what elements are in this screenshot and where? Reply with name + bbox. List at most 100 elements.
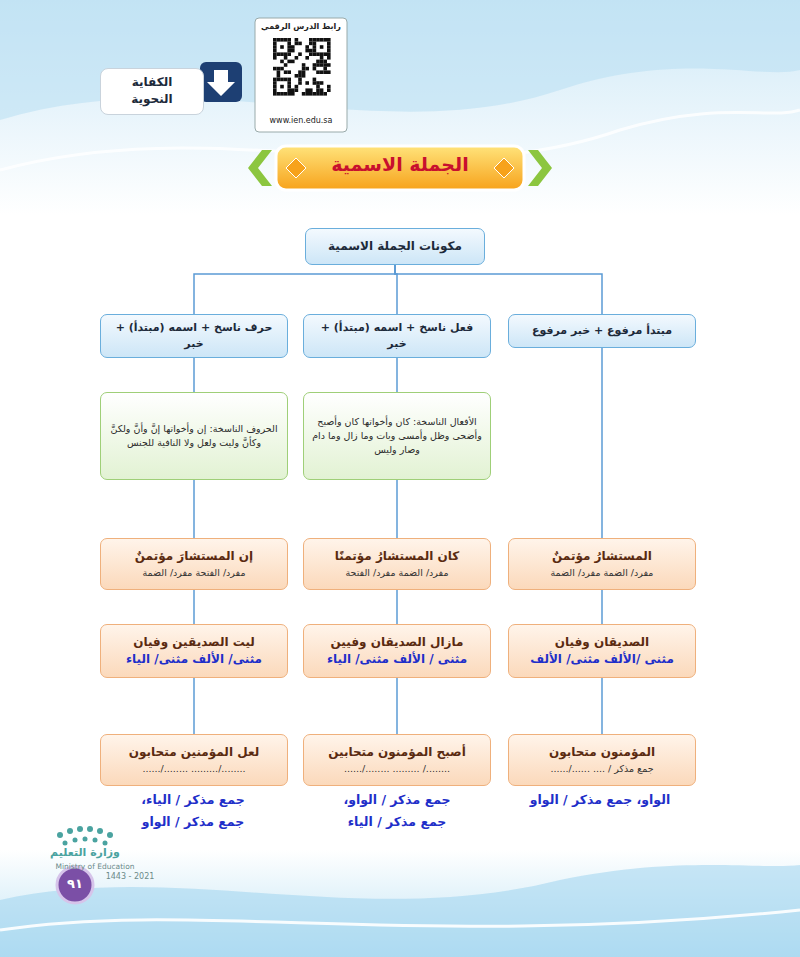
publisher-mark: Ministry of Education	[40, 862, 150, 872]
qr-module	[327, 49, 331, 53]
bottom-wave	[0, 865, 800, 957]
qr-module	[284, 56, 288, 60]
node-text: مبتدأ مرفوع + خبر مرفوع	[517, 323, 687, 339]
root-box: مكونات الجملة الاسمية	[305, 228, 485, 265]
qr-module	[305, 49, 309, 53]
qr-module	[327, 56, 331, 60]
analysis-text: مثنى/ الألف مثنى/ الياء	[109, 651, 279, 668]
example-box: لعل المؤمنين متحابون......../......... .…	[100, 734, 288, 786]
qr-module	[273, 85, 277, 89]
connector-line	[193, 480, 195, 538]
qr-module	[298, 70, 302, 74]
qr-module	[280, 60, 284, 64]
qr-module	[277, 78, 281, 82]
node-text: المؤمنون متحابون	[517, 744, 687, 761]
ministry-logo	[57, 826, 113, 846]
qr-caption: www.ien.edu.sa	[257, 116, 345, 126]
example-box: إن المستشارَ مؤتمنٌمفرد/ الفتحة مفرد/ ال…	[100, 538, 288, 590]
connector	[397, 480, 398, 538]
connector-line	[396, 480, 398, 538]
qr-module	[273, 92, 277, 96]
qr-module	[287, 45, 291, 49]
qr-module	[320, 38, 324, 42]
banner-chevron	[528, 150, 552, 186]
node-text: ليت الصديقين وفيان	[109, 634, 279, 651]
connector-line	[601, 590, 603, 624]
qr-module	[280, 45, 284, 49]
node-text: إن المستشارَ مؤتمنٌ	[109, 548, 279, 565]
qr-code	[273, 38, 331, 96]
qr-module	[309, 88, 313, 92]
branch-box: مبتدأ مرفوع + خبر مرفوع	[508, 314, 696, 348]
qr-module	[287, 88, 291, 92]
node-text: أصبح المؤمنون متحابين	[312, 744, 482, 761]
analysis-text: مثنى / الألف مثنى/ الياء	[312, 651, 482, 668]
connector	[194, 678, 195, 734]
example-box: كان المستشارُ مؤتمنًامفرد/ الضمة مفرد/ ا…	[303, 538, 491, 590]
analysis-text: مفرد/ الضمة مفرد/ الفتحة	[312, 566, 482, 580]
top-band	[0, 0, 800, 215]
qr-module	[273, 67, 277, 71]
node-text: مازال الصديقان وفيين	[312, 634, 482, 651]
node-text: فعل ناسخ + اسمه (مبتدأ) + خبر	[312, 320, 482, 352]
qr-module	[291, 88, 295, 92]
bottom-wave	[0, 910, 800, 930]
qr-module	[298, 74, 302, 78]
qr-module	[284, 38, 288, 42]
qr-module	[273, 56, 277, 60]
qr-module	[291, 49, 295, 53]
analysis-text: مثنى /الألف مثنى/ الألف	[517, 651, 687, 668]
qr-module	[316, 63, 320, 67]
qr-module	[313, 38, 317, 42]
qr-module	[302, 63, 306, 67]
connector	[395, 265, 602, 314]
example-box: المؤمنون متحابونجمع مذكر / .... ....../.…	[508, 734, 696, 786]
connector-line	[193, 358, 195, 392]
qr-module	[320, 92, 324, 96]
connector	[397, 590, 398, 624]
handwritten-note: جمع مذكر / الواو،	[300, 792, 494, 808]
qr-module	[287, 60, 291, 64]
qr-module	[291, 92, 295, 96]
tab-arrow	[207, 70, 235, 96]
connector	[602, 678, 603, 734]
qr-module	[323, 92, 327, 96]
handwritten-note: جمع مذكر / الياء	[300, 814, 494, 830]
qr-module	[277, 38, 281, 42]
handwritten-note: الواو، جمع مذكر / الواو	[500, 792, 700, 808]
qr-module	[287, 52, 291, 56]
handwritten-note: جمع مذكر / الياء،	[96, 792, 290, 808]
analysis-text: ......../......... ......../......	[109, 762, 279, 776]
qr-module	[320, 81, 324, 85]
page-number-circle	[57, 867, 93, 903]
qr-module	[313, 45, 317, 49]
qr-module	[316, 60, 320, 64]
qr-module	[305, 56, 309, 60]
qr-module	[313, 52, 317, 56]
connector	[397, 678, 398, 734]
qr-module	[309, 52, 313, 56]
qr-module	[284, 52, 288, 56]
qr-module	[298, 81, 302, 85]
example-box: الصديقان وفيانمثنى /الألف مثنى/ الألف	[508, 624, 696, 678]
example-box: ليت الصديقين وفيانمثنى/ الألف مثنى/ اليا…	[100, 624, 288, 678]
analysis-text: مفرد/ الفتحة مفرد/ الضمة	[109, 566, 279, 580]
qr-module	[327, 88, 331, 92]
qr-module	[323, 38, 327, 42]
qr-module	[327, 70, 331, 74]
qr-module	[287, 70, 291, 74]
qr-module	[327, 42, 331, 46]
qr-module	[284, 70, 288, 74]
qr-module	[323, 70, 327, 74]
qr-module	[277, 92, 281, 96]
qr-module	[295, 85, 299, 89]
qr-module	[287, 78, 291, 82]
qr-module	[273, 88, 277, 92]
qr-module	[277, 74, 281, 78]
info-box: الحروف الناسخة: إن وأخواتها إنَّ وأنَّ و…	[100, 392, 288, 480]
qr-module	[327, 63, 331, 67]
qr-module	[313, 81, 317, 85]
qr-module	[320, 63, 324, 67]
qr-module	[316, 52, 320, 56]
qr-module	[273, 78, 277, 82]
